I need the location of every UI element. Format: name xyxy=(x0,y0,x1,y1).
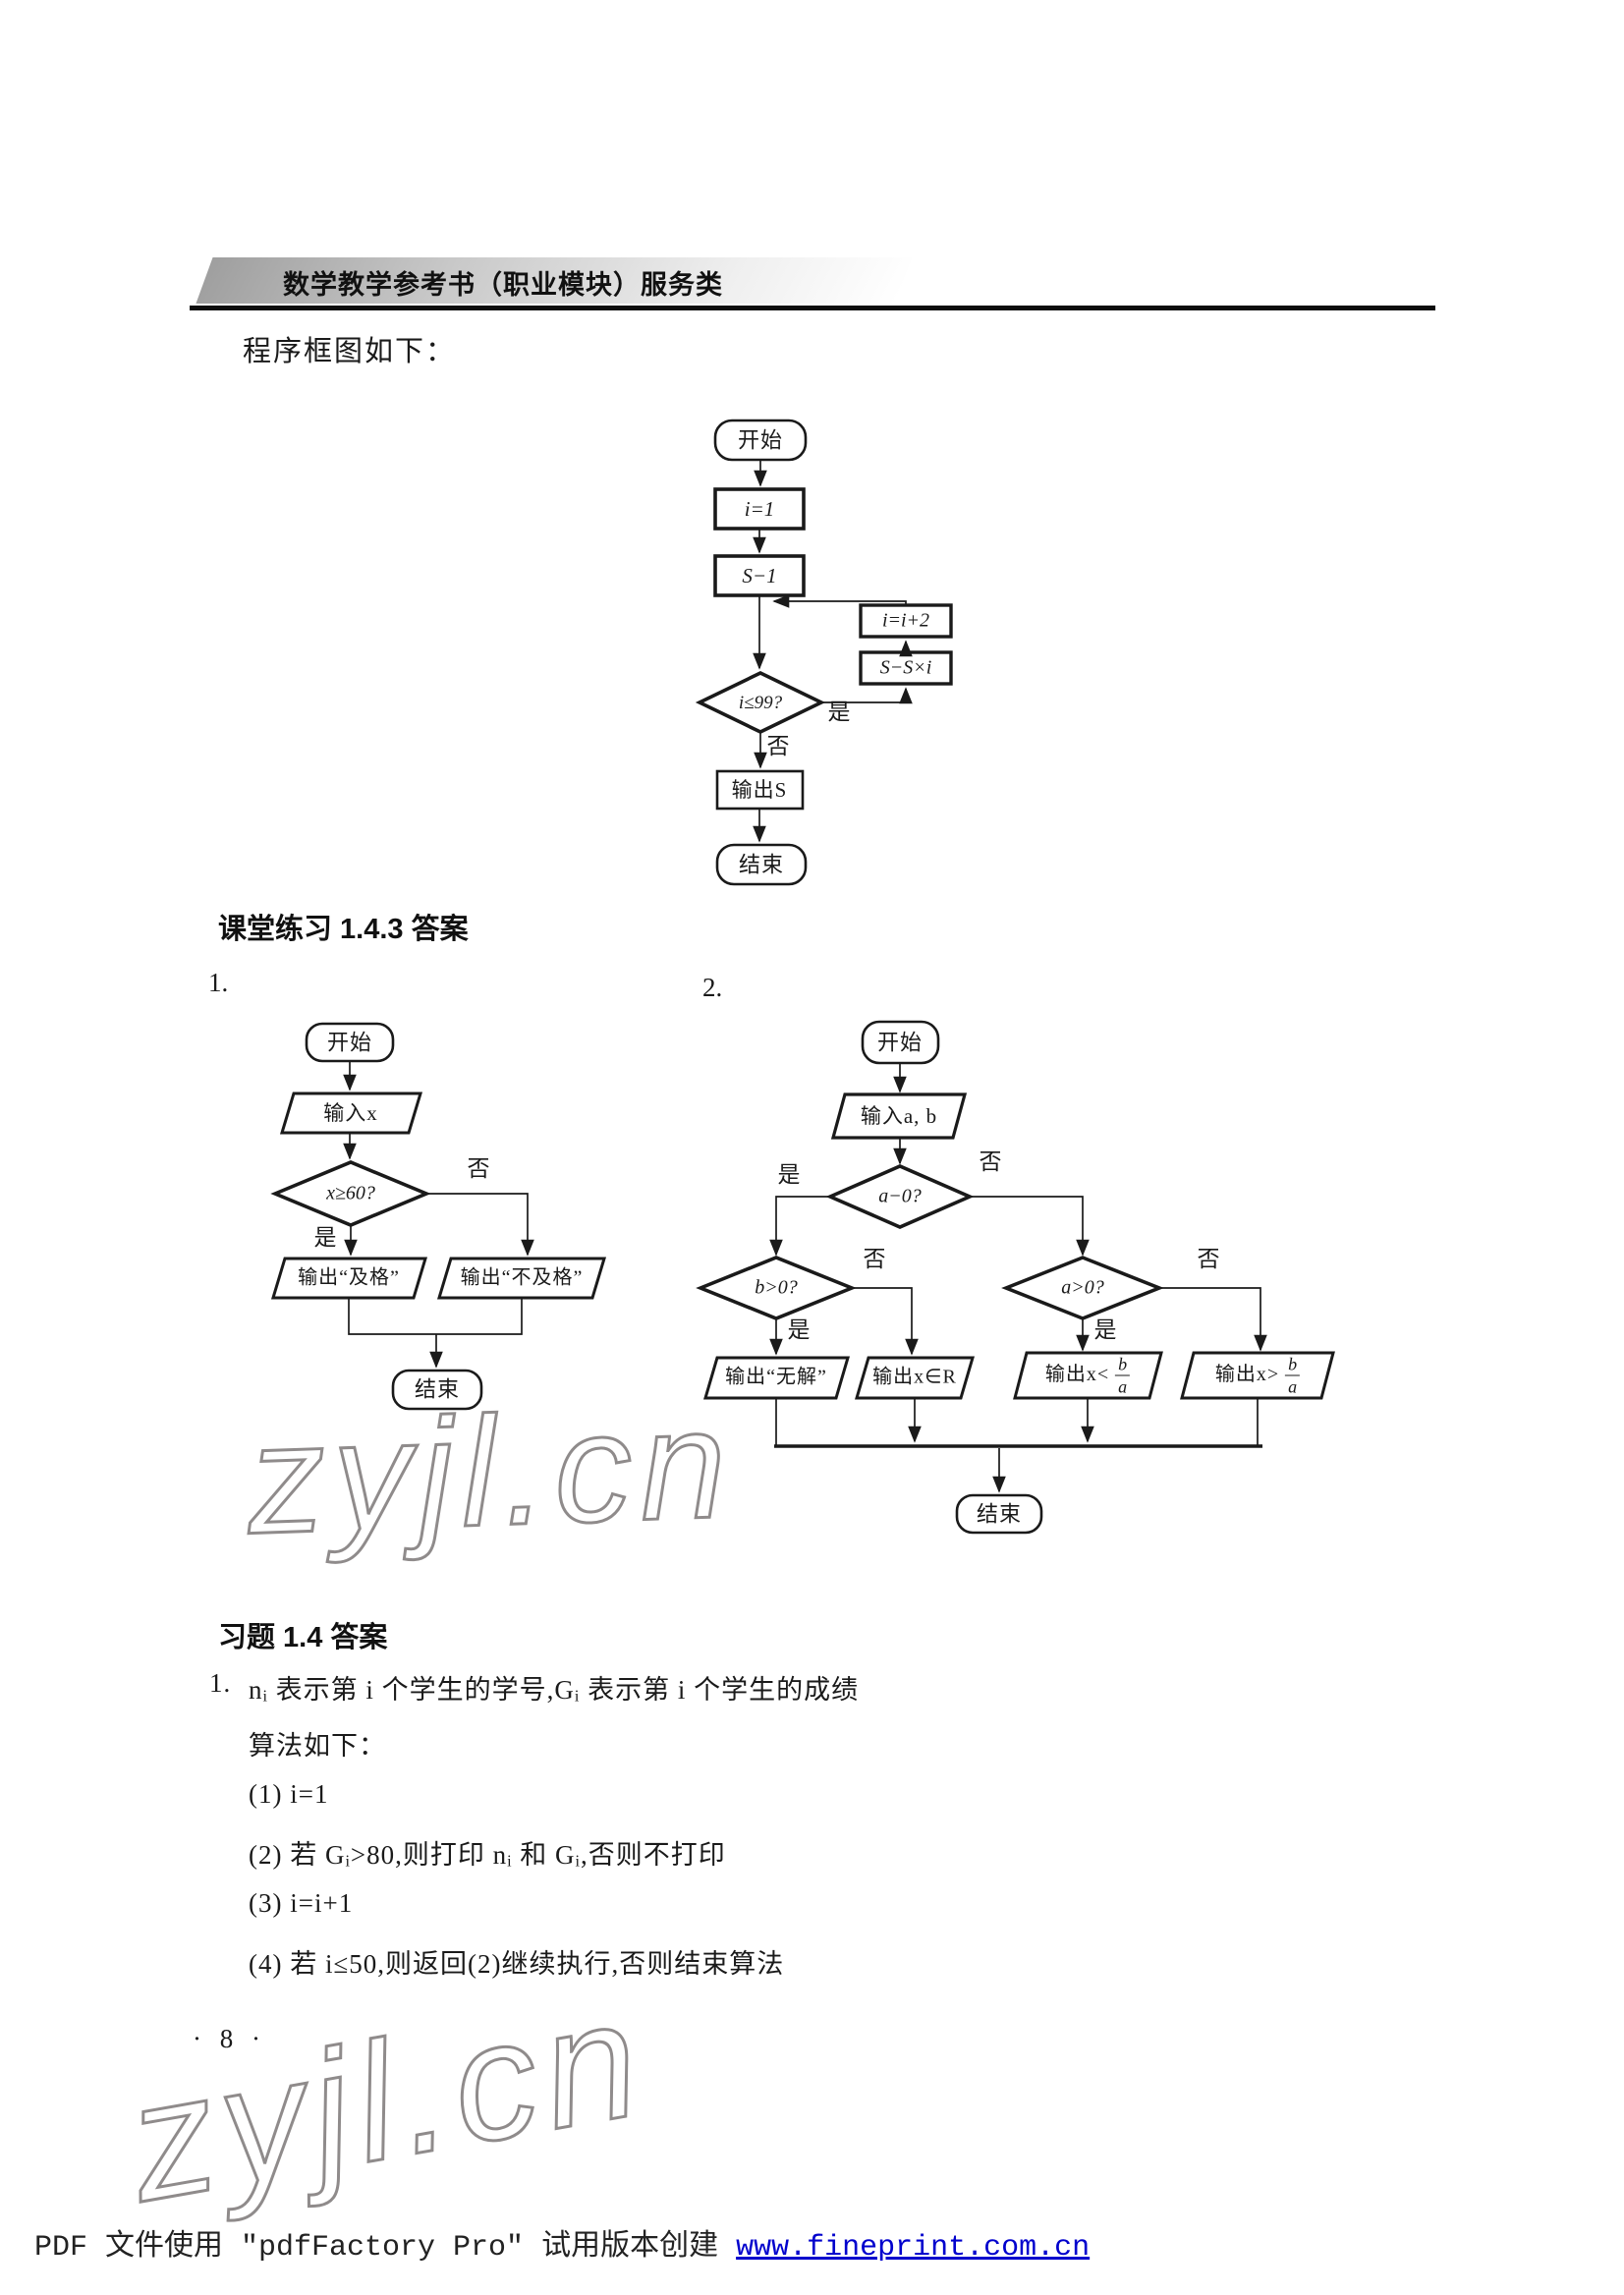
fc-ex2-start-node xyxy=(861,1020,940,1065)
fc-main-decision-node xyxy=(695,671,826,734)
fc-ex1-output-pass-node xyxy=(270,1257,428,1300)
answer1-line1: nᵢ 表示第 i 个学生的学号,Gᵢ 表示第 i 个学生的成绩 xyxy=(249,1675,860,1705)
fc-main-start-label: 开始 xyxy=(737,427,784,453)
fc-main-decision-label: i≤99? xyxy=(738,693,783,714)
fc-ex1-input-label: 输入x xyxy=(323,1100,378,1125)
fc-ex1-decision-node xyxy=(270,1160,431,1227)
fc-ex2-output-gt-prefix: 输出x> xyxy=(1214,1363,1280,1385)
flowchart-main-drawing xyxy=(695,419,953,886)
fc-main-output-label: 输出S xyxy=(731,777,788,802)
fc-ex2-end-node xyxy=(955,1493,1043,1535)
fc-main-step1-node xyxy=(713,487,806,531)
footer: PDF 文件使用 ″pdfFactory Pro″ 试用版本创建 www.fin… xyxy=(34,2220,1090,2265)
fc-ex2-a0-yes-label: 是 xyxy=(777,1161,801,1187)
fc-ex2-input-node xyxy=(830,1092,968,1140)
fc-ex2-connectors xyxy=(769,1063,1267,1493)
fraction-denominator: a xyxy=(1285,1374,1301,1396)
fc-ex2-decision-a0-label: a−0? xyxy=(878,1185,922,1207)
footer-link[interactable]: www.fineprint.com.cn xyxy=(736,2231,1091,2265)
exercise1-number: 1. xyxy=(208,968,229,997)
fc-main-no-label: 否 xyxy=(766,733,790,758)
fc-ex2-output-lt-prefix: 输出x< xyxy=(1044,1363,1110,1385)
fc-ex1-start-node xyxy=(305,1022,395,1063)
fraction-numerator: b xyxy=(1288,1354,1298,1374)
fc-ex2-start-label: 开始 xyxy=(876,1030,924,1055)
fc-ex2-output-real-label: 输出x∈R xyxy=(872,1366,957,1388)
header-rule xyxy=(190,306,1435,310)
fc-main-end-label: 结束 xyxy=(738,852,785,877)
fc-ex1-end-node xyxy=(391,1369,483,1411)
fc-ex2-output-real-node xyxy=(854,1356,976,1400)
fc-main-start-node xyxy=(713,419,808,462)
fraction-denominator: a xyxy=(1115,1374,1131,1396)
fc-ex2-output-lt-node xyxy=(1013,1351,1163,1400)
fc-main-yes-label: 是 xyxy=(827,699,851,724)
flowchart-exercise2: 开始 输入a, b a−0? 是 否 b>0? 否 是 a>0? 否 是 输出“… xyxy=(609,1012,1375,1542)
fc-main-step2-node xyxy=(713,554,806,597)
fc-ex2-apos-no-label: 否 xyxy=(1197,1246,1220,1271)
fc-ex2-b0-yes-label: 是 xyxy=(787,1316,811,1342)
fc-ex2-decision-apos-label: a>0? xyxy=(1061,1276,1104,1299)
fc-ex2-decision-a0-node xyxy=(825,1164,975,1229)
fc-ex2-drawing xyxy=(696,1020,1335,1535)
exercise2-number: 2. xyxy=(702,973,723,1002)
fc-ex1-no-label: 否 xyxy=(467,1155,490,1181)
section2-heading: 习题 1.4 答案 xyxy=(218,1622,388,1653)
fc-ex1-connectors xyxy=(343,1061,534,1369)
page-number: · 8 · xyxy=(193,2024,266,2053)
fc-ex2-a0-no-label: 否 xyxy=(979,1148,1002,1174)
answer1-step-4: (4) 若 i≤50,则返回(2)继续执行,否则结束算法 xyxy=(249,1949,785,1979)
fc-ex2-b0-no-label: 否 xyxy=(863,1246,886,1271)
fc-main-step1-label: i=1 xyxy=(744,496,775,521)
footer-text: PDF 文件使用 ″pdfFactory Pro″ 试用版本创建 xyxy=(34,2231,737,2265)
answer1-step-1: (1) i=1 xyxy=(249,1779,329,1809)
flowchart-exercise1: 开始 输入x x≥60? 是 否 输出“及格” 输出“不及格” 结束 xyxy=(226,1012,639,1425)
fc-main-step2-label: S−1 xyxy=(742,563,777,588)
answer1-number: 1. xyxy=(209,1668,232,1698)
answer1-step-3: (3) i=i+1 xyxy=(249,1888,354,1918)
fc-main-output-node xyxy=(715,769,805,811)
fraction-numerator: b xyxy=(1118,1354,1128,1374)
fc-ex2-input-label: 输入a, b xyxy=(860,1103,938,1128)
fc-ex2-decision-b0-label: b>0? xyxy=(755,1276,798,1299)
fc-ex1-input-node xyxy=(279,1092,423,1135)
fc-ex1-output-pass-label: 输出“及格” xyxy=(298,1266,400,1289)
fc-main-loop-inc-label: i=i+2 xyxy=(881,609,930,632)
fc-ex1-decision-label: x≥60? xyxy=(326,1182,375,1204)
fc-ex1-yes-label: 是 xyxy=(313,1224,337,1250)
fc-main-loop-acc-label: S−S×i xyxy=(879,656,932,679)
flowchart-main: 开始 i=1 S−1 i=i+2 S−S×i i≤99? 是 否 输出S 结束 xyxy=(589,413,1012,904)
section1-heading: 课堂练习 1.4.3 答案 xyxy=(218,914,469,945)
fc-ex2-end-label: 结束 xyxy=(976,1501,1023,1527)
intro-text: 程序框图如下： xyxy=(243,336,457,367)
answer1-step-2: (2) 若 Gᵢ>80,则打印 nᵢ 和 Gᵢ,否则不打印 xyxy=(249,1840,726,1870)
fc-ex2-apos-yes-label: 是 xyxy=(1093,1316,1117,1342)
fc-ex2-decision-apos-node xyxy=(1001,1256,1164,1320)
fc-ex2-output-gt-node xyxy=(1180,1351,1335,1400)
header-title: 数学教学参考书（职业模块）服务类 xyxy=(283,270,723,300)
fc-ex1-output-fail-label: 输出“不及格” xyxy=(460,1266,584,1289)
fc-main-loop-inc-node xyxy=(859,603,953,639)
fc-ex1-output-fail-node xyxy=(436,1257,607,1300)
fc-main-end-node xyxy=(715,843,808,886)
answer1-line2: 算法如下： xyxy=(249,1731,386,1761)
fc-ex2-decision-b0-node xyxy=(696,1256,857,1320)
fc-ex2-output-nosol-node xyxy=(702,1356,851,1400)
fc-ex1-start-label: 开始 xyxy=(326,1030,373,1055)
watermark-bottom: zyjl.cn xyxy=(114,1962,660,2239)
fc-ex1-end-label: 结束 xyxy=(414,1376,461,1402)
fc-ex1-drawing xyxy=(270,1022,607,1411)
fc-main-loop-acc-node xyxy=(859,650,953,686)
fc-ex2-output-nosol-label: 输出“无解” xyxy=(725,1366,827,1388)
